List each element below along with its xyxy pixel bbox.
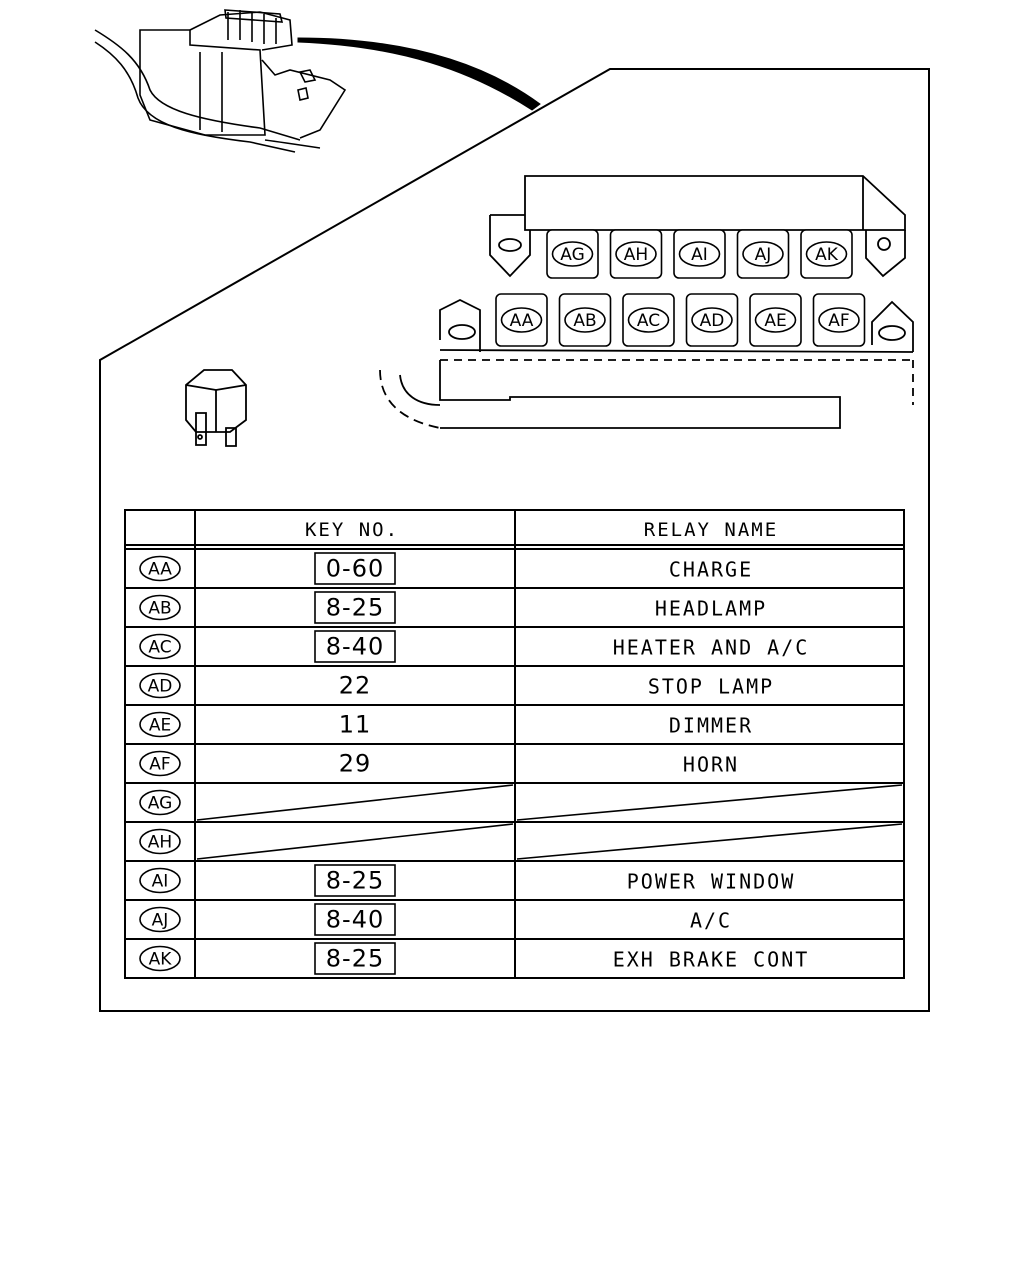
row-code: AI (152, 872, 169, 892)
row-code: AK (149, 950, 173, 970)
row-key-no: 8-40 (326, 633, 384, 661)
row-relay-name: CHARGE (669, 558, 753, 582)
block-slot-bottom: AC (622, 293, 675, 347)
row-relay-name: STOP LAMP (648, 675, 774, 699)
block-slot-top: AK (800, 229, 853, 279)
key-box (314, 864, 396, 897)
row-code: AG (148, 794, 173, 814)
key-box (314, 591, 396, 624)
block-slot-label: AG (560, 245, 585, 265)
block-slot-label: AD (700, 311, 725, 331)
block-slot-label: AI (691, 245, 708, 265)
row-code-badge: AK (139, 945, 181, 972)
row-code: AE (149, 716, 171, 736)
row-code-badge: AA (139, 555, 181, 582)
row-key-no: 8-25 (326, 594, 384, 622)
row-code-badge: AG (139, 789, 181, 816)
row-code-badge: AJ (139, 906, 181, 933)
row-key-no: 0-60 (326, 555, 384, 583)
block-slot-top: AJ (736, 229, 790, 279)
relay-table (124, 509, 905, 979)
row-relay-name: POWER WINDOW (627, 870, 796, 894)
block-slot-top: AG (546, 229, 599, 279)
block-slot-bottom: AD (685, 293, 739, 347)
block-slot-bottom: AB (558, 293, 612, 347)
block-slot-label: AB (573, 311, 596, 331)
row-key-no: 8-25 (326, 945, 384, 973)
row-relay-name: HEADLAMP (655, 597, 767, 621)
row-relay-name: HORN (683, 753, 739, 777)
block-slot-top: AI (673, 229, 726, 279)
row-code-badge: AD (139, 672, 181, 699)
row-code-badge: AI (139, 867, 181, 894)
key-box (314, 903, 396, 936)
block-slot-label: AK (815, 245, 839, 265)
relay-icon (185, 369, 247, 447)
row-key-no: 22 (339, 672, 372, 700)
block-slot-label: AC (637, 311, 660, 331)
row-code-badge: AC (139, 633, 181, 660)
key-box (314, 630, 396, 663)
row-code-badge: AF (139, 750, 181, 777)
row-relay-name: A/C (690, 909, 732, 933)
row-code-badge: AH (139, 828, 181, 855)
diagram-frame (99, 68, 930, 1012)
row-code: AD (148, 677, 173, 697)
wire-harness-icon (94, 9, 347, 153)
row-key-no: 8-25 (326, 867, 384, 895)
row-code-badge: AE (139, 711, 181, 738)
key-box (314, 942, 396, 975)
row-code: AA (148, 560, 172, 580)
leader-curve (297, 37, 541, 111)
block-slot-bottom: AE (749, 293, 802, 347)
row-relay-name: EXH BRAKE CONT (613, 948, 810, 972)
empty-name-slash (516, 784, 903, 821)
row-key-no: 8-40 (326, 906, 384, 934)
block-slot-bottom: AF (812, 293, 866, 347)
row-key-no: 29 (339, 750, 372, 778)
row-relay-name: DIMMER (669, 714, 753, 738)
key-box (314, 552, 396, 585)
empty-key-slash (196, 823, 514, 860)
row-code-badge: AB (139, 594, 181, 621)
row-relay-name: HEATER AND A/C (613, 636, 810, 660)
empty-key-slash (196, 784, 514, 821)
row-code: AB (148, 599, 171, 619)
row-key-no: 11 (339, 711, 372, 739)
row-code: AJ (152, 911, 169, 931)
row-code: AF (149, 755, 170, 775)
block-slot-label: AA (510, 311, 534, 331)
block-slot-label: AE (764, 311, 786, 331)
row-code: AH (148, 833, 172, 853)
header-relay-name: RELAY NAME (644, 519, 778, 541)
header-key-no: KEY NO. (305, 519, 399, 541)
block-slot-label: AH (624, 245, 648, 265)
row-code: AC (148, 638, 171, 658)
block-slot-label: AJ (755, 245, 772, 265)
block-slot-bottom: AA (495, 293, 548, 347)
empty-name-slash (516, 823, 903, 860)
relay-block-icon (379, 175, 914, 429)
block-slot-top: AH (609, 229, 663, 279)
block-slot-label: AF (828, 311, 849, 331)
